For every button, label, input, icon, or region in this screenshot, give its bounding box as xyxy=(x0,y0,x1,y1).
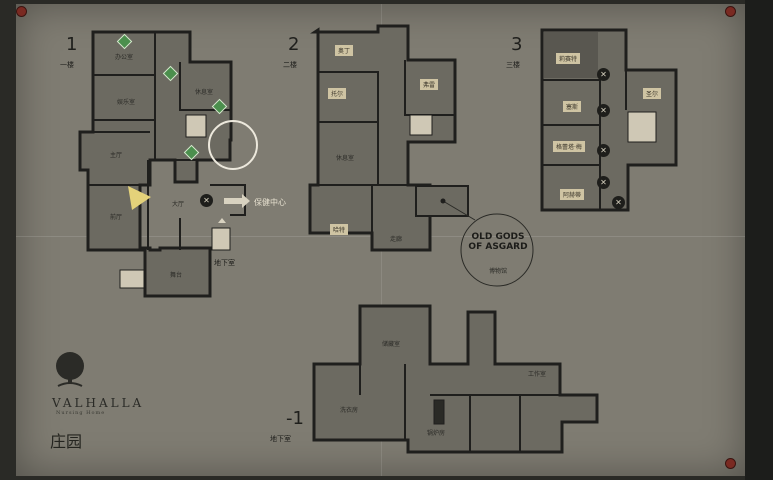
floor1-number: 1 xyxy=(66,34,78,55)
floor2-stairs xyxy=(409,114,433,136)
circle-marker-icon xyxy=(208,120,258,170)
room-huginn[interactable]: 哈特 xyxy=(330,224,349,235)
floor1-outline xyxy=(78,30,233,298)
room-odin[interactable]: 奥丁 xyxy=(335,45,354,56)
room-freyr[interactable]: 弗雷 xyxy=(420,79,439,90)
floor2-number: 2 xyxy=(288,34,300,55)
tools-icon[interactable]: ✕ xyxy=(612,196,625,209)
brand-name: VALHALLA xyxy=(52,396,145,410)
tree-logo-icon xyxy=(56,352,84,387)
floor3-name: 三楼 xyxy=(506,61,520,69)
room-lobby[interactable]: 大厅 xyxy=(172,201,185,208)
room-hall[interactable]: 前厅 xyxy=(110,214,123,221)
room-lobby-3[interactable]: 圣尔 xyxy=(643,88,662,99)
floor2-rooms xyxy=(310,60,455,233)
room-lisette[interactable]: 莉赛特 xyxy=(556,53,581,64)
basement-number: -1 xyxy=(286,408,304,429)
room-corridor[interactable]: 走廊 xyxy=(390,236,403,243)
pin-icon xyxy=(725,6,736,17)
floor1-name: 一楼 xyxy=(60,61,74,69)
floor1-stairs xyxy=(185,114,207,138)
floor1-dining xyxy=(80,131,197,250)
room-workshop[interactable]: 工作室 xyxy=(528,371,547,378)
floor1-stairs-2 xyxy=(211,227,231,251)
museum-title[interactable]: OLD GODS OF ASGARD xyxy=(468,232,528,252)
background-edge xyxy=(745,0,773,480)
room-dining[interactable]: 主厅 xyxy=(110,152,123,159)
museum-sub: 博物馆 xyxy=(488,268,507,275)
floor3-number: 3 xyxy=(511,34,523,55)
pin-icon xyxy=(16,6,27,17)
basement-stairs xyxy=(433,399,445,425)
player-arrow-icon xyxy=(128,186,151,210)
tools-icon[interactable]: ✕ xyxy=(597,176,610,189)
basement-rooms xyxy=(359,364,560,452)
floor2-name: 二楼 xyxy=(283,61,297,69)
basement-name: 地下室 xyxy=(270,435,291,443)
room-office[interactable]: 办公室 xyxy=(115,54,134,61)
floor3-stairs xyxy=(627,111,657,143)
museum-circle xyxy=(460,213,534,287)
room-boiler[interactable]: 锅炉房 xyxy=(427,430,446,437)
brand-sub: Nursing Home xyxy=(56,410,106,416)
basement-outline xyxy=(312,304,599,454)
room-fredrik[interactable]: 阿赫蒂 xyxy=(560,189,585,200)
room-lounge-2[interactable]: 休息室 xyxy=(336,155,355,162)
floor1-stairs-3 xyxy=(119,269,145,289)
brand-cn: 庄园 xyxy=(50,432,83,451)
room-rec[interactable]: 娱乐室 xyxy=(117,99,136,106)
room-lounge[interactable]: 休息室 xyxy=(195,89,214,96)
tools-icon[interactable]: ✕ xyxy=(597,144,610,157)
tools-icon[interactable]: ✕ xyxy=(597,68,610,81)
room-stage[interactable]: 舞台 xyxy=(170,272,183,279)
floor1-office xyxy=(93,31,231,160)
room-seth[interactable]: 塞斯 xyxy=(563,101,582,112)
room-storage[interactable]: 储藏室 xyxy=(382,341,401,348)
room-granny[interactable]: 格蕾塔·梅 xyxy=(553,141,585,152)
tools-icon[interactable]: ✕ xyxy=(597,104,610,117)
room-thor[interactable]: 托尔 xyxy=(328,88,347,99)
pin-icon xyxy=(725,458,736,469)
hub-label[interactable]: 保健中心 xyxy=(254,198,286,207)
room-laundry[interactable]: 洗衣房 xyxy=(340,407,359,414)
basement-link[interactable]: 地下室 xyxy=(214,259,235,267)
tools-icon[interactable]: ✕ xyxy=(200,194,213,207)
